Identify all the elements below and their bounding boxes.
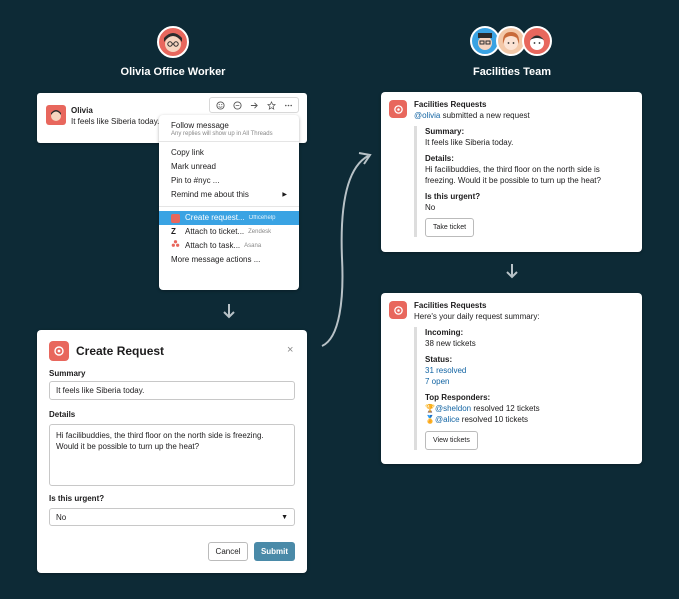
trophy-icon: 🏆 xyxy=(425,404,435,413)
officehelp-icon xyxy=(389,301,407,319)
summary-value: It feels like Siberia today. xyxy=(425,138,514,147)
responders-label: Top Responders: xyxy=(425,393,491,402)
create-request-app: Officehelp xyxy=(248,215,276,221)
details-value: Hi facilibuddies, the third floor on the… xyxy=(425,165,601,185)
add-reaction-icon[interactable] xyxy=(213,98,227,112)
take-ticket-button[interactable]: Take ticket xyxy=(425,218,475,237)
cancel-button[interactable]: Cancel xyxy=(208,542,248,561)
responder-row: 🏅@alice resolved 10 tickets xyxy=(425,414,632,425)
person-icon xyxy=(478,33,492,50)
request-app-name: Facilities Requests xyxy=(414,100,487,109)
create-request-label: Create request... xyxy=(185,213,245,222)
summary-label: Summary xyxy=(49,369,86,378)
person-icon xyxy=(164,33,182,52)
details-label: Details: xyxy=(425,154,454,163)
summary-label: Summary: xyxy=(425,127,465,136)
status-resolved-link[interactable]: 31 resolved xyxy=(425,366,467,375)
person-icon xyxy=(51,110,61,121)
incoming-label: Incoming: xyxy=(425,328,464,337)
close-icon[interactable]: × xyxy=(287,344,294,356)
asana-icon xyxy=(171,239,180,253)
attach-task-app: Asana xyxy=(244,243,262,249)
follow-label: Follow message xyxy=(171,121,229,130)
chevron-down-icon: ▼ xyxy=(281,513,288,521)
create-request-modal: Create Request × Summary It feels like S… xyxy=(37,330,307,573)
summary-attachment: Incoming: 38 new tickets Status: 31 reso… xyxy=(414,327,632,450)
person-icon xyxy=(530,35,544,50)
persona-title-right: Facilities Team xyxy=(472,66,552,78)
modal-title: Create Request xyxy=(76,344,165,358)
follow-hint: Any replies will show up in All Threads xyxy=(171,131,273,137)
menu-item-copy-link[interactable]: Copy link xyxy=(171,148,204,157)
menu-item-pin[interactable]: Pin to #nyc ... xyxy=(171,176,220,185)
urgent-label: Is this urgent? xyxy=(49,494,105,503)
menu-item-more-actions[interactable]: More message actions ... xyxy=(171,255,261,264)
urgent-select[interactable]: No ▼ xyxy=(49,508,295,526)
officehelp-icon xyxy=(171,213,180,223)
menu-item-remind[interactable]: Remind me about this ▶ xyxy=(159,188,299,202)
details-label: Details xyxy=(49,410,76,419)
message-author: Olivia xyxy=(71,106,93,115)
remind-label: Remind me about this xyxy=(171,190,249,199)
menu-item-create-request[interactable]: Create request... Officehelp xyxy=(159,211,299,225)
mention-link[interactable]: @olivia xyxy=(414,111,441,120)
request-attachment: Summary: It feels like Siberia today. De… xyxy=(414,126,632,237)
summary-app-name: Facilities Requests xyxy=(414,301,487,310)
attach-task-label: Attach to task... xyxy=(185,241,241,250)
view-tickets-button[interactable]: View tickets xyxy=(425,431,478,450)
request-card: Facilities Requests @olivia submitted a … xyxy=(381,92,642,252)
incoming-value: 38 new tickets xyxy=(425,339,476,348)
more-actions-icon[interactable] xyxy=(281,98,295,112)
attach-ticket-app: Zendesk xyxy=(248,229,272,235)
olivia-avatar xyxy=(157,26,189,58)
officehelp-icon xyxy=(389,100,407,118)
context-menu: Follow message Any replies will show up … xyxy=(159,115,299,290)
responder-link[interactable]: @sheldon xyxy=(434,404,472,413)
message-text: It feels like Siberia today. xyxy=(71,117,160,126)
reply-thread-icon[interactable] xyxy=(230,98,244,112)
submenu-arrow-icon: ▶ xyxy=(282,192,287,198)
status-open-link[interactable]: 7 open xyxy=(425,377,450,386)
menu-item-attach-ticket[interactable]: Z Attach to ticket... Zendesk xyxy=(159,225,299,239)
responder-link[interactable]: @alice xyxy=(434,415,460,424)
team-avatar-3 xyxy=(522,26,552,56)
zendesk-icon: Z xyxy=(171,227,176,236)
divider xyxy=(159,206,299,207)
share-icon[interactable] xyxy=(247,98,261,112)
summary-input[interactable]: It feels like Siberia today. xyxy=(49,381,295,400)
status-label: Status: xyxy=(425,355,453,364)
flow-arrow-down-icon xyxy=(222,303,236,324)
menu-item-follow[interactable]: Follow message Any replies will show up … xyxy=(159,121,299,137)
responder-text: resolved 10 tickets xyxy=(461,415,529,424)
responder-row: 🏆@sheldon resolved 12 tickets xyxy=(425,403,632,414)
request-subtitle: @olivia submitted a new request xyxy=(414,111,530,120)
divider xyxy=(159,141,299,142)
team-avatar-2 xyxy=(496,26,526,56)
urgent-value: No xyxy=(425,203,436,212)
submit-button[interactable]: Submit xyxy=(254,542,295,561)
subtitle-rest: submitted a new request xyxy=(442,111,530,120)
flow-arrow-down-icon xyxy=(505,263,519,284)
star-icon[interactable] xyxy=(264,98,278,112)
details-value: Hi facilibuddies, the third floor on the… xyxy=(56,431,264,451)
responder-text: resolved 12 tickets xyxy=(473,404,540,413)
details-textarea[interactable]: Hi facilibuddies, the third floor on the… xyxy=(49,424,295,486)
flow-arrow-curve-icon xyxy=(321,152,372,347)
persona-title-left: Olivia Office Worker xyxy=(120,66,226,78)
attach-ticket-label: Attach to ticket... xyxy=(185,227,245,236)
summary-subtitle: Here's your daily request summary: xyxy=(414,312,540,321)
message-toolbar xyxy=(209,97,299,113)
medal-icon: 🏅 xyxy=(425,415,435,424)
officehelp-icon xyxy=(49,341,69,361)
summary-value: It feels like Siberia today. xyxy=(56,386,145,395)
summary-card: Facilities Requests Here's your daily re… xyxy=(381,293,642,464)
urgent-label: Is this urgent? xyxy=(425,192,481,201)
urgent-value: No xyxy=(56,512,67,522)
menu-item-mark-unread[interactable]: Mark unread xyxy=(171,162,216,171)
menu-item-attach-task[interactable]: Attach to task... Asana xyxy=(159,239,299,253)
person-icon xyxy=(502,32,520,50)
avatar xyxy=(46,105,66,125)
